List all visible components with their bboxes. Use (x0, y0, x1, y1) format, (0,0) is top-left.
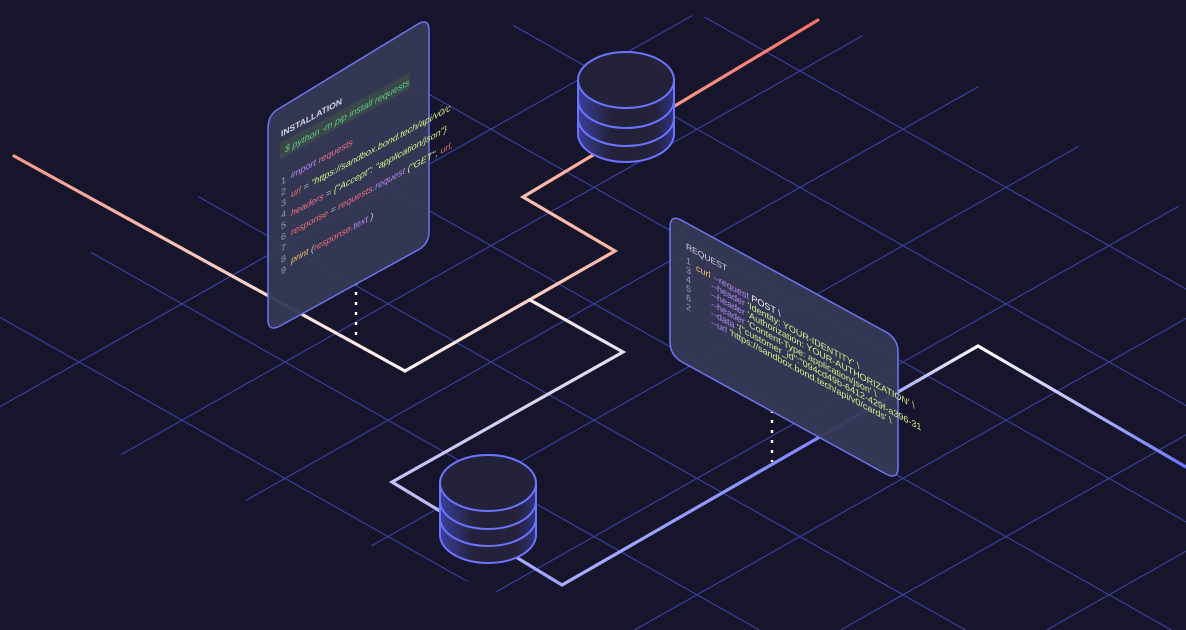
line-number: 6 (281, 231, 286, 244)
line-number: 4 (281, 208, 287, 221)
path-left-to-bottom (12, 154, 407, 373)
line-number: 2 (686, 301, 691, 314)
line-number: 6 (686, 292, 691, 305)
line-number: 9 (281, 264, 286, 277)
installation-code-panel: INSTALLATION $ python -m pip install req… (267, 21, 453, 329)
line-number: 3 (281, 197, 286, 210)
line-number: 5 (281, 219, 286, 232)
line-number: 1 (686, 255, 691, 268)
line-number: 7 (281, 242, 286, 255)
line-number: 8 (281, 253, 286, 266)
database-top-icon (577, 51, 675, 163)
line-number: 1 (281, 175, 286, 188)
database-bottom-icon (439, 454, 537, 564)
line-number: 4 (686, 274, 692, 287)
path-right-exit (560, 344, 1186, 587)
install-command-box (280, 72, 410, 160)
line-number: 3 (686, 265, 691, 278)
line-number: 5 (686, 283, 691, 296)
line-number: 2 (281, 186, 286, 199)
